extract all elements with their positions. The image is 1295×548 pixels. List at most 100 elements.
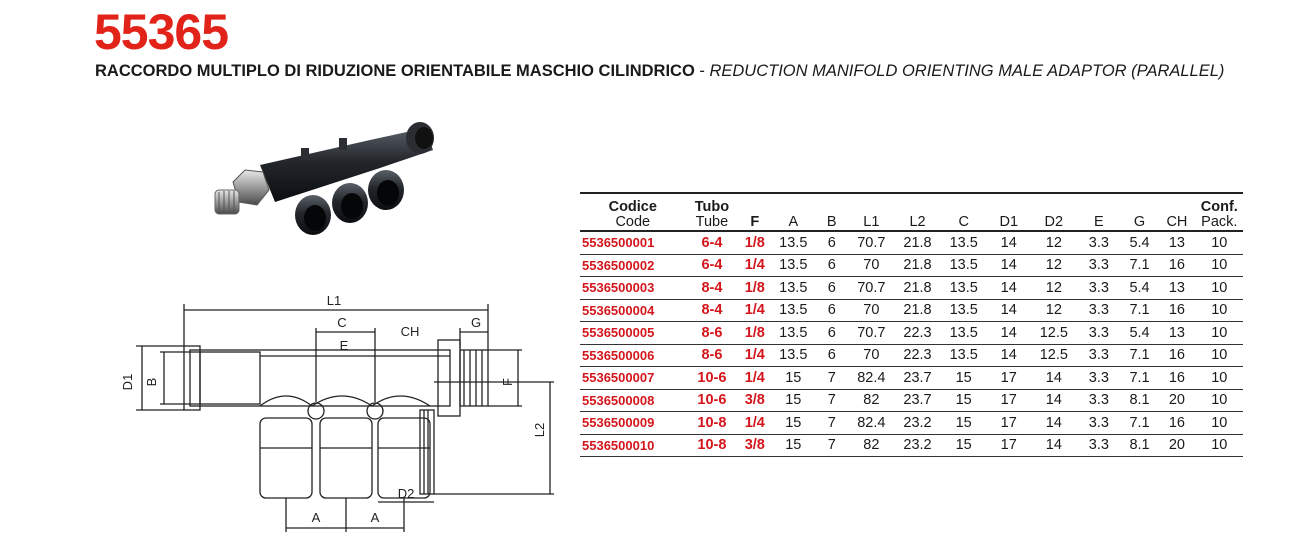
table-cell: 13.5 bbox=[771, 254, 816, 277]
table-cell: 23.2 bbox=[894, 411, 941, 435]
label-A-right: A bbox=[371, 510, 380, 525]
label-L2: L2 bbox=[532, 423, 547, 437]
table-cell: 21.8 bbox=[894, 299, 941, 322]
table-cell: 14 bbox=[986, 321, 1031, 345]
table-cell: 70.7 bbox=[848, 321, 895, 345]
table-cell: 14 bbox=[1030, 389, 1077, 412]
table-cell: 3.3 bbox=[1076, 434, 1121, 457]
table-cell: 20 bbox=[1158, 434, 1196, 457]
table-cell: 13.5 bbox=[940, 299, 987, 322]
table-cell: 1/4 bbox=[738, 254, 772, 277]
table-cell: 3.3 bbox=[1076, 411, 1121, 435]
table-cell: 6 bbox=[815, 254, 849, 277]
header-G: G bbox=[1120, 192, 1159, 232]
table-cell: 5536500007 bbox=[580, 366, 686, 390]
table-cell: 21.8 bbox=[894, 276, 941, 300]
table-cell: 17 bbox=[986, 434, 1031, 457]
table-cell: 7.1 bbox=[1120, 344, 1159, 367]
table-cell: 3.3 bbox=[1076, 254, 1121, 277]
table-cell: 1/8 bbox=[738, 231, 772, 255]
table-cell: 13 bbox=[1158, 321, 1196, 345]
table-cell: 13.5 bbox=[771, 276, 816, 300]
subtitle-english: REDUCTION MANIFOLD ORIENTING MALE ADAPTO… bbox=[709, 62, 1225, 80]
table-cell: 12 bbox=[1030, 276, 1077, 300]
table-cell: 21.8 bbox=[894, 231, 941, 255]
table-cell: 10-8 bbox=[685, 434, 739, 457]
table-cell: 15 bbox=[771, 366, 816, 390]
table-cell: 8-4 bbox=[685, 276, 739, 300]
table-cell: 5536500010 bbox=[580, 434, 686, 457]
table-cell: 3.3 bbox=[1076, 389, 1121, 412]
header-C: C bbox=[940, 192, 987, 232]
header-A: A bbox=[771, 192, 816, 232]
table-cell: 1/4 bbox=[738, 299, 772, 322]
table-cell: 5536500008 bbox=[580, 389, 686, 412]
table-cell: 12 bbox=[1030, 254, 1077, 277]
label-F: F bbox=[500, 378, 515, 386]
table-cell: 1/4 bbox=[738, 411, 772, 435]
table-cell: 7.1 bbox=[1120, 254, 1159, 277]
table-cell: 13 bbox=[1158, 231, 1196, 255]
table-cell: 13.5 bbox=[771, 231, 816, 255]
table-cell: 13.5 bbox=[771, 321, 816, 345]
table-cell: 3/8 bbox=[738, 389, 772, 412]
table-cell: 5.4 bbox=[1120, 321, 1159, 345]
table-cell: 10 bbox=[1195, 276, 1243, 300]
table-cell: 16 bbox=[1158, 411, 1196, 435]
label-L1: L1 bbox=[327, 293, 341, 308]
table-cell: 17 bbox=[986, 366, 1031, 390]
table-cell: 3.3 bbox=[1076, 366, 1121, 390]
table-cell: 3/8 bbox=[738, 434, 772, 457]
table-cell: 16 bbox=[1158, 299, 1196, 322]
table-cell: 7 bbox=[815, 389, 849, 412]
table-cell: 5.4 bbox=[1120, 231, 1159, 255]
table-cell: 10-8 bbox=[685, 411, 739, 435]
table-cell: 7.1 bbox=[1120, 366, 1159, 390]
table-cell: 70.7 bbox=[848, 231, 895, 255]
table-cell: 3.3 bbox=[1076, 276, 1121, 300]
table-cell: 6 bbox=[815, 276, 849, 300]
table-cell: 10 bbox=[1195, 299, 1243, 322]
header-D1: D1 bbox=[986, 192, 1031, 232]
table-cell: 10 bbox=[1195, 389, 1243, 412]
table-cell: 14 bbox=[1030, 366, 1077, 390]
table-cell: 12.5 bbox=[1030, 321, 1077, 345]
table-cell: 14 bbox=[986, 254, 1031, 277]
table-cell: 6 bbox=[815, 344, 849, 367]
table-cell: 20 bbox=[1158, 389, 1196, 412]
table-cell: 15 bbox=[771, 389, 816, 412]
table-cell: 22.3 bbox=[894, 344, 941, 367]
table-cell: 13.5 bbox=[940, 276, 987, 300]
table-cell: 5536500002 bbox=[580, 254, 686, 277]
table-cell: 15 bbox=[940, 411, 987, 435]
table-cell: 12.5 bbox=[1030, 344, 1077, 367]
table-cell: 15 bbox=[771, 411, 816, 435]
technical-drawing: L1 C CH G E D1 B F L2 D2 A A bbox=[120, 293, 554, 532]
label-E: E bbox=[340, 338, 349, 353]
table-cell: 5536500009 bbox=[580, 411, 686, 435]
header-L2: L2 bbox=[894, 192, 941, 232]
table-cell: 82 bbox=[848, 434, 895, 457]
table-cell: 1/8 bbox=[738, 321, 772, 345]
table-cell: 14 bbox=[986, 299, 1031, 322]
product-code-title: 55365 bbox=[94, 4, 229, 60]
table-cell: 17 bbox=[986, 411, 1031, 435]
table-cell: 16 bbox=[1158, 366, 1196, 390]
table-cell: 5536500003 bbox=[580, 276, 686, 300]
subtitle-separator: - bbox=[694, 62, 710, 80]
table-cell: 13.5 bbox=[940, 321, 987, 345]
table-cell: 70 bbox=[848, 344, 895, 367]
table-cell: 14 bbox=[1030, 411, 1077, 435]
table-cell: 14 bbox=[986, 231, 1031, 255]
table-cell: 70.7 bbox=[848, 276, 895, 300]
table-cell: 6 bbox=[815, 299, 849, 322]
